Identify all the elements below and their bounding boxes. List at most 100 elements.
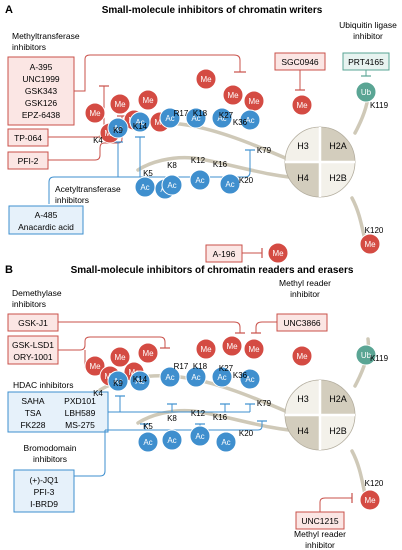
- ac-mark-label: Ac: [217, 114, 226, 123]
- ac-mark-label: Ac: [167, 181, 176, 190]
- ac-mark: Ac: [159, 107, 181, 129]
- mt-connector: [74, 54, 241, 92]
- ac-mark: Ac: [129, 370, 151, 392]
- mt-inhibitor: GSK126: [25, 98, 57, 108]
- bromo-connector: [105, 421, 263, 431]
- mt-inhibitor: GSK343: [25, 86, 57, 96]
- label-h3: H3: [297, 394, 309, 404]
- me-mark: Me: [222, 84, 244, 106]
- me-mark-label: Me: [248, 345, 260, 354]
- acetyl-inhibitor-box: [8, 205, 84, 235]
- label-h3: H3: [297, 141, 309, 151]
- ac-mark-label: Ac: [165, 373, 174, 382]
- acetyl-label-line2: inhibitors: [55, 195, 89, 205]
- ac-mark: Ac: [211, 366, 233, 388]
- unc3866-connector: [255, 321, 277, 333]
- residue-k27: K27: [219, 364, 234, 373]
- sgc0946-label: SGC0946: [281, 57, 319, 67]
- me-mark: Me: [291, 94, 313, 116]
- mt-group-label-line2: inhibitors: [12, 42, 46, 52]
- residue-k20: K20: [239, 176, 254, 185]
- label-h2b: H2B: [329, 426, 347, 436]
- ac-mark-label: Ac: [165, 114, 174, 123]
- bromo-inhibitor: (+)-JQ1: [29, 475, 58, 485]
- residue-k120: K120: [365, 479, 384, 488]
- me-mark: Me: [195, 338, 217, 360]
- residue-k4: K4: [93, 136, 103, 145]
- ac-mark-label: Ac: [135, 377, 144, 386]
- residue-k36: K36: [233, 118, 248, 127]
- panel-b-marks: MeMeMeMeMeMeMeMeMeAcAcAcAcAcAcAcAcAcAcUb…: [84, 335, 389, 511]
- unc1215-connector: [319, 497, 352, 512]
- ac-mark: Ac: [211, 107, 233, 129]
- lsd1-inhibitor: GSK-LSD1: [12, 340, 54, 350]
- ac-mark: Ac: [185, 366, 207, 388]
- me-mark: Me: [137, 89, 159, 111]
- unc1215-label: UNC1215: [301, 516, 339, 526]
- ub-mark: Ub: [355, 344, 377, 366]
- me-mark-label: Me: [114, 100, 126, 109]
- me-mark-label: Me: [226, 342, 238, 351]
- ac-mark-label: Ac: [195, 176, 204, 185]
- bromo-inhibitor: PFI-3: [34, 487, 55, 497]
- tp064-label: TP-064: [14, 133, 42, 143]
- me-mark-label: Me: [89, 109, 101, 118]
- mt-inhibitor: EPZ-6438: [22, 110, 61, 120]
- residue-k9: K9: [113, 126, 123, 135]
- me-mark-label: Me: [142, 96, 154, 105]
- residue-k20: K20: [239, 429, 254, 438]
- me-mark-label: Me: [364, 496, 376, 505]
- ac-mark-label: Ac: [191, 114, 200, 123]
- hdac-inhibitor: PXD101: [64, 396, 96, 406]
- pfi2-label: PFI-2: [18, 156, 39, 166]
- hdac-inhibitor: SAHA: [21, 396, 44, 406]
- panel-a: A Small-molecule inhibitors of chromatin…: [5, 4, 397, 264]
- mt-inhibitor: UNC1999: [22, 74, 60, 84]
- ub-mark: Ub: [355, 81, 377, 103]
- panel-a-title: Small-molecule inhibitors of chromatin w…: [102, 5, 323, 16]
- ac-mark-label: Ac: [217, 373, 226, 382]
- residue-k119: K119: [370, 354, 389, 363]
- hdac-inhibitor: LBH589: [65, 408, 96, 418]
- hdac-box: [7, 391, 109, 433]
- bromo-inhibitor: I-BRD9: [30, 499, 58, 509]
- demethylase-label-line1: Demethylase: [12, 288, 62, 298]
- ub-ligase-label-line2: inhibitor: [353, 31, 383, 41]
- lsd1-connector: [58, 336, 166, 351]
- me-mark-label: Me: [272, 249, 284, 258]
- gskj1-connector: [58, 321, 241, 333]
- demethylase-label-line2: inhibitors: [12, 299, 46, 309]
- ac-mark: Ac: [239, 109, 261, 131]
- hdac-inhibitor: MS-275: [65, 420, 95, 430]
- ac-mark: Ac: [107, 370, 129, 392]
- me-mark: Me: [109, 93, 131, 115]
- residue-k18: K18: [193, 362, 208, 371]
- ac-mark-label: Ac: [245, 116, 254, 125]
- ac-mark-label: Ac: [113, 124, 122, 133]
- ac-mark-label: Ac: [225, 180, 234, 189]
- mt-inhibitor: A-395: [30, 62, 53, 72]
- me-mark-label: Me: [248, 97, 260, 106]
- residue-k14: K14: [133, 122, 148, 131]
- residue-k8: K8: [167, 161, 177, 170]
- me-mark: Me: [84, 102, 106, 124]
- ac-mark: Ac: [189, 169, 211, 191]
- ac-mark: Ac: [107, 117, 129, 139]
- nucleosome-a: H3 H2A H4 H2B: [284, 126, 356, 198]
- residue-k8: K8: [167, 414, 177, 423]
- residue-k16: K16: [213, 413, 228, 422]
- residue-k5: K5: [143, 169, 153, 178]
- acetyl-inhibitor: A-485: [35, 210, 58, 220]
- ac-mark-label: Ac: [140, 183, 149, 192]
- methyl-reader2-label-line2: inhibitor: [305, 540, 335, 550]
- mt-group-label-line1: Methyltransferase: [12, 31, 80, 41]
- residue-r17: R17: [174, 362, 189, 371]
- me-mark: Me: [291, 345, 313, 367]
- residue-k18: K18: [193, 109, 208, 118]
- me-mark-label: Me: [89, 362, 101, 371]
- acetyl-inhibitor: Anacardic acid: [18, 222, 74, 232]
- ac-mark-label: Ac: [221, 438, 230, 447]
- methyl-reader2-label-line1: Methyl reader: [294, 529, 346, 539]
- ac-mark: Ac: [219, 173, 241, 195]
